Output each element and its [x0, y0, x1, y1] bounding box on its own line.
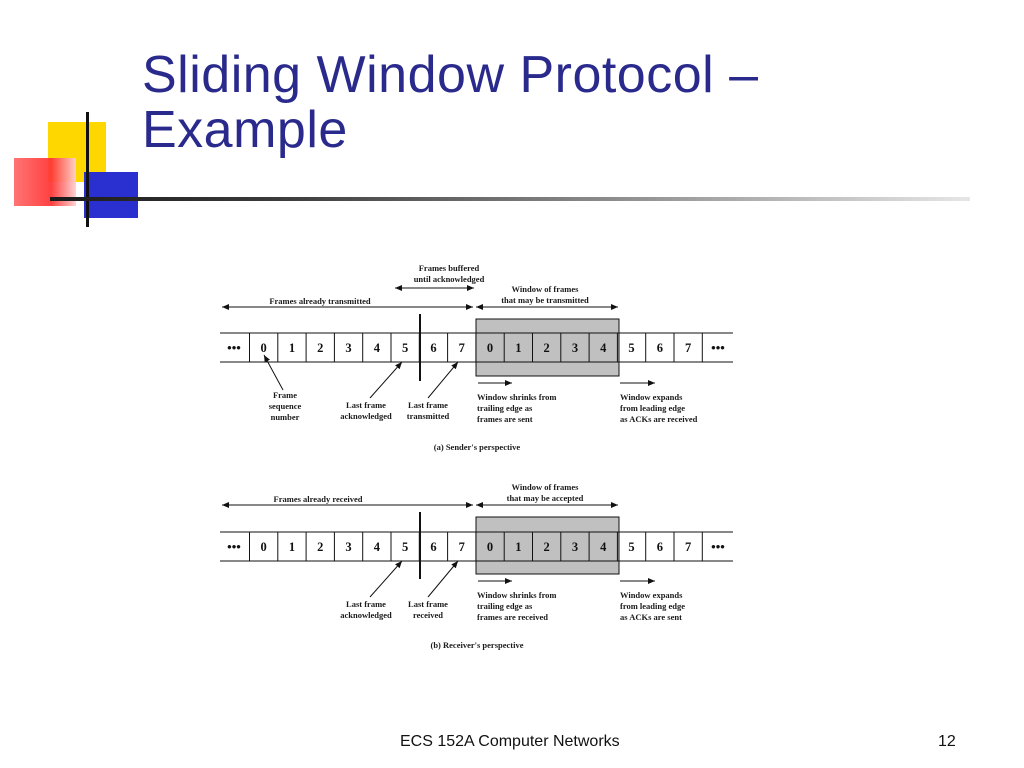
footer-course-name: ECS 152A Computer Networks	[400, 733, 620, 750]
footer-page-number: 12	[938, 733, 956, 750]
sender-frame-number: 4	[600, 341, 607, 355]
sender-frame-number: 6	[657, 341, 663, 355]
sender-frame-number: 1	[289, 341, 295, 355]
sender-frame-number: 1	[515, 341, 521, 355]
sender-trailing-dots: •••	[711, 340, 725, 355]
sender-expands-label-line-1: Window expands	[620, 392, 683, 402]
sender-caption: (a) Sender's perspective	[434, 442, 521, 452]
slide-title: Sliding Window Protocol – Example	[142, 48, 1002, 158]
sender-last-ack-pointer	[369, 361, 403, 399]
frame-seq-label-line-2: sequence	[269, 401, 302, 411]
receiver-last-received-label-line-1: Last frame	[408, 599, 448, 609]
sender-frame-number: 3	[345, 341, 351, 355]
sender-frame-number: 5	[402, 341, 408, 355]
sender-frame-number: 3	[572, 341, 578, 355]
sender-expands-label-line-3: as ACKs are received	[620, 414, 698, 424]
receiver-last-ack-pointer	[369, 560, 403, 598]
receiver-expands-label-line-1: Window expands	[620, 590, 683, 600]
receiver-window-label-line-1: Window of frames	[512, 482, 580, 492]
receiver-frame-number: 6	[657, 540, 663, 554]
receiver-frame-number: 1	[289, 540, 295, 554]
slide-footer: ECS 152A Computer Networks 12	[0, 733, 1024, 755]
sender-shrinks-label-line-3: frames are sent	[477, 414, 533, 424]
receiver-frame-number: 1	[515, 540, 521, 554]
receiver-last-ack-label-line-2: acknowledged	[340, 610, 392, 620]
receiver-frame-number: 7	[459, 540, 465, 554]
receiver-frame-number: 0	[487, 540, 493, 554]
sender-last-transmitted-pointer	[427, 361, 459, 399]
sender-frame-cells: 0 1 2 3 4 5 6 7 0 1 2 3 4 5 6 7	[261, 341, 692, 355]
sender-window-label-line-1: Window of frames	[512, 284, 580, 294]
frame-seq-pointer	[263, 354, 284, 391]
slide-title-line-1: Sliding Window Protocol –	[142, 46, 759, 104]
sender-last-transmitted-label-line-2: transmitted	[407, 411, 450, 421]
receiver-shrinks-label-line-1: Window shrinks from	[477, 590, 557, 600]
frame-seq-label-line-3: number	[271, 412, 300, 422]
sender-panel: Frames buffered until acknowledged Windo…	[220, 263, 733, 452]
sender-already-label: Frames already transmitted	[269, 296, 371, 306]
receiver-frame-number: 4	[374, 540, 381, 554]
receiver-panel: Window of frames that may be accepted Fr…	[220, 482, 733, 650]
sender-frame-number: 7	[459, 341, 465, 355]
sender-shrinks-label-line-1: Window shrinks from	[477, 392, 557, 402]
frames-buffered-label-line-2: until acknowledged	[414, 274, 485, 284]
sender-frame-number: 6	[430, 341, 436, 355]
receiver-trailing-dots: •••	[711, 539, 725, 554]
receiver-leading-dots: •••	[227, 539, 241, 554]
receiver-frame-number: 5	[402, 540, 408, 554]
receiver-frame-number: 3	[572, 540, 578, 554]
receiver-frame-number: 3	[345, 540, 351, 554]
sender-last-transmitted-label-line-1: Last frame	[408, 400, 448, 410]
receiver-expands-label-line-3: as ACKs are sent	[620, 612, 682, 622]
receiver-frame-number: 2	[544, 540, 550, 554]
sender-frame-number: 2	[544, 341, 550, 355]
receiver-frame-number: 4	[600, 540, 607, 554]
sender-frame-number: 5	[628, 341, 634, 355]
slide-title-line-2: Example	[142, 101, 348, 159]
receiver-window-label-line-2: that may be accepted	[507, 493, 584, 503]
frame-seq-label-line-1: Frame	[273, 390, 297, 400]
sender-shrinks-label-line-2: trailing edge as	[477, 403, 533, 413]
receiver-already-label: Frames already received	[274, 494, 363, 504]
sender-leading-dots: •••	[227, 340, 241, 355]
receiver-frame-number: 2	[317, 540, 323, 554]
receiver-window-box	[475, 516, 620, 575]
sender-window-label-line-2: that may be transmitted	[501, 295, 589, 305]
receiver-shrinks-label-line-2: trailing edge as	[477, 601, 533, 611]
receiver-frame-number: 6	[430, 540, 436, 554]
frames-buffered-label-line-1: Frames buffered	[419, 263, 480, 273]
receiver-frame-cells: 0 1 2 3 4 5 6 7 0 1 2 3 4 5 6 7	[261, 540, 692, 554]
receiver-frame-number: 5	[628, 540, 634, 554]
receiver-shrinks-label-line-3: frames are received	[477, 612, 548, 622]
receiver-caption: (b) Receiver's perspective	[431, 640, 524, 650]
sender-frame-number: 7	[685, 341, 691, 355]
receiver-last-ack-label-line-1: Last frame	[346, 599, 386, 609]
sender-frame-number: 0	[261, 341, 267, 355]
receiver-last-received-label-line-2: received	[413, 610, 443, 620]
sender-frame-number: 4	[374, 341, 381, 355]
decor-vertical-line	[86, 112, 89, 227]
receiver-last-received-pointer	[427, 560, 459, 598]
sender-last-ack-label-line-1: Last frame	[346, 400, 386, 410]
sender-frame-number: 0	[487, 341, 493, 355]
sender-cell-dividers	[249, 333, 703, 362]
decor-title-underline	[50, 197, 970, 201]
decor-blue-square	[84, 172, 138, 218]
sender-last-ack-label-line-2: acknowledged	[340, 411, 392, 421]
sender-frame-number: 2	[317, 341, 323, 355]
receiver-expands-label-line-2: from leading edge	[620, 601, 685, 611]
receiver-frame-number: 0	[261, 540, 267, 554]
receiver-frame-number: 7	[685, 540, 691, 554]
sender-expands-label-line-2: from leading edge	[620, 403, 685, 413]
sender-window-box	[475, 318, 620, 377]
